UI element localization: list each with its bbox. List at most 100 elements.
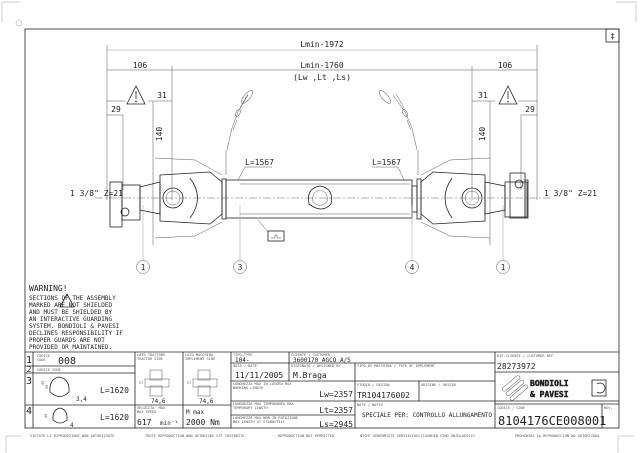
dim-left-end: 106 <box>133 61 148 70</box>
revision-box <box>605 28 620 43</box>
right-guard-cone <box>420 157 491 239</box>
customer-label: CLIENTE / CUSTOMER <box>291 353 331 357</box>
cross-journal-icon <box>144 369 218 397</box>
footer-note: TOUTE REPRODUCTION NON AUTORISEE EST INT… <box>145 434 245 438</box>
part-number: 4 <box>26 406 32 417</box>
dim-left-140: 140 <box>155 127 164 142</box>
cross-width: 74,6 <box>151 398 166 405</box>
footer-note: NICHT GENEHMIGTE VERVIELFAELTIGUNGEN SIN… <box>360 434 475 438</box>
label-decal-icon <box>257 219 285 242</box>
title-block-grid <box>25 351 619 428</box>
dim-left-31: 31 <box>157 91 167 100</box>
tube-length-right: L=1567 <box>372 158 401 167</box>
spline-left: 1 3/8" Z=21 <box>70 189 123 198</box>
outer-tube <box>225 179 413 219</box>
right-universal-joint <box>420 171 486 225</box>
type-value: 104- <box>235 357 249 364</box>
torque-label: M max <box>186 409 204 416</box>
dim-inner-note: (Lw ,Lt ,Ls) <box>293 73 351 82</box>
outer-tube-profile-icon <box>49 376 70 397</box>
part-number: 1 <box>26 355 32 366</box>
cross-height: 27 <box>139 381 143 385</box>
ls-value: Ls=2945 <box>319 420 353 429</box>
warning-triangle-icon <box>498 85 518 105</box>
revision-mark: ‡ <box>610 32 615 41</box>
corner-mark <box>616 1 637 22</box>
dim-right-31: 31 <box>478 91 488 100</box>
warning-line: MARKED ARE NOT SHIELDED <box>29 302 112 309</box>
safety-chain-right <box>379 90 419 175</box>
part-number: 2 <box>27 365 32 374</box>
spline-right: 1 3/8" Z=21 <box>544 189 597 198</box>
customer-ref-value: 28273972 <box>497 362 536 371</box>
left-guard-cone <box>154 157 223 239</box>
balloon-4 <box>405 260 419 274</box>
dimension-lines: Lmin-1972 106 106 Lmin-1760 (Lw ,Lt ,Ls)… <box>106 40 538 245</box>
brand-line-2: & PAVESI <box>530 390 569 399</box>
punch-hole <box>15 19 23 27</box>
triangular-profile <box>308 185 332 210</box>
profile-dim: 40 <box>44 414 48 418</box>
profile-dim: 45 <box>41 381 45 385</box>
warning-line: AND MUST BE SHIELDED BY <box>29 309 112 316</box>
balloon-label: 4 <box>410 263 415 272</box>
warning-line: SYSTEM. BONDIOLI & PAVESI <box>29 323 120 330</box>
footer-note: REPRODUCTION NOT PERMITTED <box>278 434 334 438</box>
cross-height: 27 <box>187 381 191 385</box>
tube-length: L=1620 <box>100 386 129 395</box>
tube-length: L=1620 <box>100 413 129 422</box>
lw-value: Lw=2357 <box>319 390 353 399</box>
designer-value: M.Braga <box>293 371 327 380</box>
dim-right-end: 106 <box>498 61 513 70</box>
part-number: 3 <box>26 376 32 387</box>
footer-note: PROHIBIDA LA REPRODUCCION NO AUTORIZADA <box>515 434 600 438</box>
warning-line: PROPER GUARDS ARE NOT <box>29 337 105 344</box>
part-code-label: CODICE CODE <box>37 368 61 372</box>
footer-note: VIETATE LE RIPRODUZIONI NON AUTORIZZATE <box>30 434 114 438</box>
warning-line: PROVIDED OR MAINTAINED. <box>29 344 112 351</box>
speed-value: 617 <box>137 418 152 427</box>
balloon-3 <box>233 260 247 274</box>
profile-dim: 50 <box>45 385 49 389</box>
right-implement-yoke <box>509 172 526 219</box>
warning-line: SECTIONS OF THE ASSEMBLY <box>29 295 116 302</box>
balloon-label: 1 <box>501 263 506 272</box>
warning-triangle-icon <box>126 85 146 105</box>
balloon-1 <box>496 260 510 274</box>
notes-value: SPECIALE PER: CONTROLLO ALLUNGAMENTO <box>362 412 492 419</box>
study-label: STUDIO / DESIGN <box>357 383 389 387</box>
customer-ref-label: RIF.CLIENTE / CUSTOMER REF. <box>497 354 555 358</box>
tube-length-left: L=1567 <box>245 158 274 167</box>
speed-unit: min⁻¹ <box>160 420 178 427</box>
dim-inner: Lmin-1760 <box>300 61 344 70</box>
designer-label: DISEGNATO / DESIGNED BY <box>291 364 342 368</box>
dim-overall: Lmin-1972 <box>300 40 344 49</box>
study-value: TR104176002 <box>357 391 410 400</box>
notes-label: NOTE / NOTES <box>357 403 383 407</box>
dim-right-29: 29 <box>525 105 535 114</box>
origin-label: ORIGINE / ORIGIN <box>421 383 456 387</box>
warning-title: WARNING! <box>29 284 68 293</box>
dim-left-29: 29 <box>111 105 121 114</box>
profile-thickness: 3,4 <box>76 396 87 403</box>
brand-line-1: BONDIOLI <box>530 379 569 388</box>
torque-value: 2000 Nm <box>186 418 220 427</box>
rev-label: REV. <box>604 406 613 410</box>
cross-width: 74,6 <box>199 398 214 405</box>
warning-triangle-icon <box>59 293 75 308</box>
balloon-label: 3 <box>238 263 243 272</box>
pto-shaft <box>109 157 529 239</box>
warning-line: AN INTERACTIVE GUARDING <box>29 316 112 323</box>
balloon-1 <box>136 260 150 274</box>
corner-mark <box>617 435 634 452</box>
type-label: TIPO-TYPE <box>233 353 252 357</box>
warning-line: DECLINES RESPONSIBILITY IF <box>29 330 123 337</box>
dim-right-140: 140 <box>478 127 487 142</box>
